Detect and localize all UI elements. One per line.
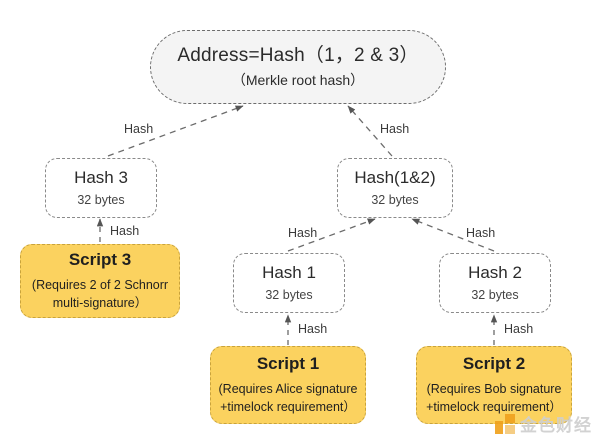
edge-hash2-to-hash12 [411,218,495,252]
node-title: Hash(1&2) [354,167,436,187]
edge-label-script3-to-hash3: Hash [110,224,140,238]
edge-label-hash12-to-root: Hash [380,122,410,136]
node-title: Script 1 [256,354,320,374]
node-subtitle: (Requires Bob signature +timelock requir… [426,381,562,414]
node-script-3[interactable]: Script 3 (Requires 2 of 2 Schnorr multi-… [20,244,180,318]
jinse-logo-icon [495,413,515,434]
node-title: Hash 2 [468,262,522,282]
node-subtitle: (Requires Alice signature +timelock requ… [218,381,358,414]
edge-hash1-to-hash12 [287,218,376,252]
edge-label-hash2-to-hash12: Hash [466,226,496,240]
node-merkle-root[interactable]: Address=Hash（1，2 & 3） （Merkle root hash） [150,30,446,104]
edge-hash12-to-root [347,105,393,157]
node-subtitle: （Merkle root hash） [231,72,365,89]
node-title: Script 2 [462,354,526,374]
node-subtitle: 32 bytes [77,193,125,208]
node-hash-2[interactable]: Hash 2 32 bytes [439,253,551,313]
node-title: Address=Hash（1，2 & 3） [177,45,419,67]
node-title: Hash 3 [74,167,128,187]
node-script-1[interactable]: Script 1 (Requires Alice signature +time… [210,346,366,424]
node-title: Script 3 [68,250,132,270]
edge-label-hash1-to-hash12: Hash [288,226,318,240]
edge-label-hash3-to-root: Hash [124,122,154,136]
node-title: Hash 1 [262,262,316,282]
node-subtitle: (Requires 2 of 2 Schnorr multi-signature… [31,277,169,310]
node-subtitle: 32 bytes [471,288,519,303]
watermark: 金色财经 [495,411,592,436]
node-hash-1[interactable]: Hash 1 32 bytes [233,253,345,313]
watermark-text: 金色财经 [520,416,592,435]
edge-label-script1-to-hash1: Hash [298,322,328,336]
node-subtitle: 32 bytes [371,193,419,208]
node-subtitle: 32 bytes [265,288,313,303]
node-hash-3[interactable]: Hash 3 32 bytes [45,158,157,218]
node-script-2[interactable]: Script 2 (Requires Bob signature +timelo… [416,346,572,424]
edge-label-script2-to-hash2: Hash [504,322,534,336]
edge-hash3-to-root [107,105,244,157]
node-hash-1and2[interactable]: Hash(1&2) 32 bytes [337,158,453,218]
